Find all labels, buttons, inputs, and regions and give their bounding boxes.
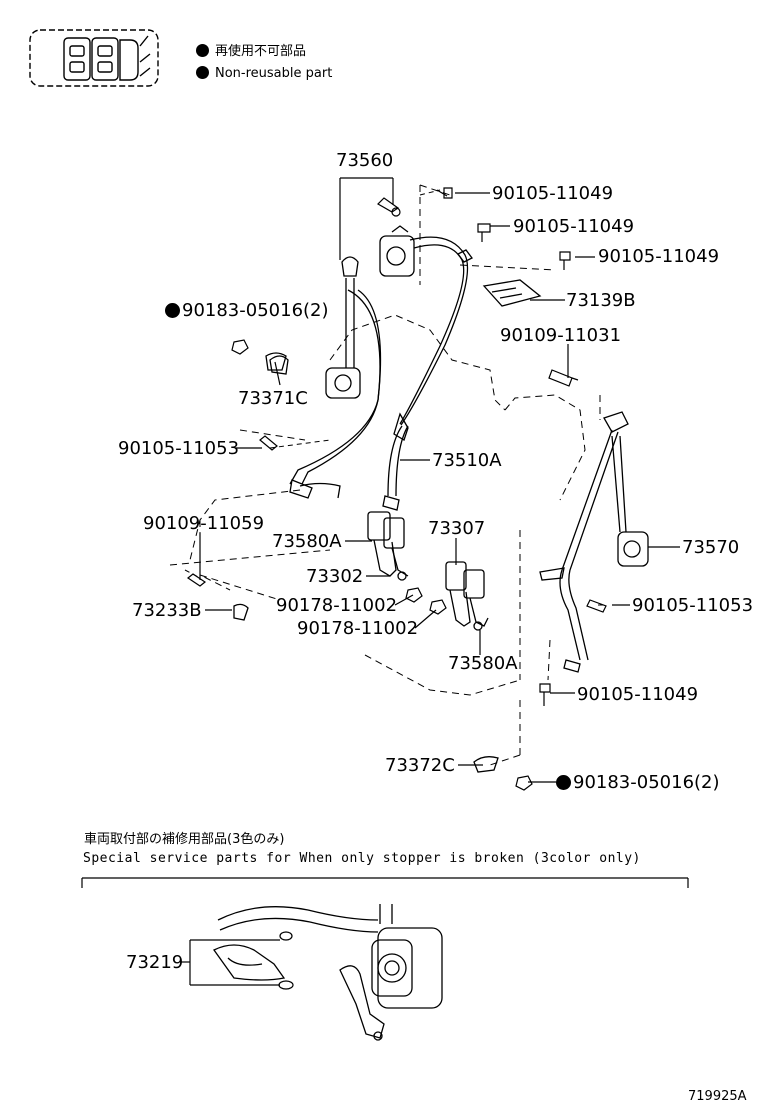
part-label-90105-11053-left[interactable]: 90105-11053 — [118, 438, 240, 459]
left-retractor — [269, 256, 382, 499]
part-label-90178-11002-b[interactable]: 90178-11002 — [297, 618, 419, 639]
part-label-90105-11053-right[interactable]: 90105-11053 — [632, 595, 754, 616]
part-number-text: 90183-05016(2) — [182, 300, 329, 321]
model-badge-icon — [29, 29, 159, 87]
right-retractor — [539, 411, 649, 673]
part-label-73570[interactable]: 73570 — [682, 537, 740, 558]
legend-line-en: Non-reusable part — [196, 66, 332, 80]
part-label-90183-05016-top[interactable]: 90183-05016(2) — [165, 302, 329, 320]
buckle-assembly-right — [445, 561, 489, 631]
part-label-73219[interactable]: 73219 — [126, 952, 184, 973]
shelf-trim-cover — [482, 279, 542, 307]
part-label-90183-05016-bottom[interactable]: 90183-05016(2) — [556, 774, 720, 792]
part-number-text: 90183-05016(2) — [573, 772, 720, 793]
service-note-en: Special service parts for When only stop… — [83, 851, 641, 866]
nut-icon — [231, 339, 533, 990]
diagram-id: 719925A — [688, 1089, 747, 1104]
leader-lines — [180, 177, 680, 986]
center-retractor — [379, 225, 473, 511]
stopper-detail-assembly — [213, 904, 443, 1041]
part-label-73372C[interactable]: 73372C — [385, 755, 455, 776]
part-label-90178-11002-a[interactable]: 90178-11002 — [276, 595, 398, 616]
part-label-73302[interactable]: 73302 — [306, 566, 364, 587]
service-note-bracket — [81, 877, 689, 888]
part-label-73510A[interactable]: 73510A — [432, 450, 502, 471]
part-label-73139B[interactable]: 73139B — [566, 290, 636, 311]
legend-text-en: Non-reusable part — [215, 66, 333, 81]
non-reusable-part-icon — [196, 44, 209, 57]
non-reusable-part-icon — [556, 775, 571, 790]
part-label-90109-11031[interactable]: 90109-11031 — [500, 325, 622, 346]
buckle-assembly-left — [367, 511, 409, 581]
part-label-73233B[interactable]: 73233B — [132, 600, 202, 621]
legend-line-jp: 再使用不可部品 — [196, 44, 306, 58]
part-label-73580A-right[interactable]: 73580A — [448, 653, 518, 674]
dashed-leaders — [184, 189, 606, 606]
anchor-plate — [265, 352, 499, 773]
part-label-90105-11049-c[interactable]: 90105-11049 — [598, 246, 720, 267]
part-label-73371C[interactable]: 73371C — [238, 388, 308, 409]
part-label-90109-11059[interactable]: 90109-11059 — [143, 513, 265, 534]
non-reusable-part-icon — [165, 303, 180, 318]
service-note-jp: 車両取付部の補修用部品(3色のみ) — [84, 832, 285, 847]
part-label-73580A-left[interactable]: 73580A — [272, 531, 342, 552]
part-label-73307[interactable]: 73307 — [428, 518, 486, 539]
part-label-90105-11049-d[interactable]: 90105-11049 — [577, 684, 699, 705]
part-label-73560[interactable]: 73560 — [336, 150, 394, 171]
part-label-90105-11049-b[interactable]: 90105-11049 — [513, 216, 635, 237]
non-reusable-part-icon — [196, 66, 209, 79]
seat-outline — [169, 184, 601, 766]
anchor-cover — [233, 603, 249, 621]
bolt-icon — [186, 187, 607, 706]
part-label-90105-11049-a[interactable]: 90105-11049 — [492, 183, 614, 204]
legend-text-jp: 再使用不可部品 — [215, 44, 307, 59]
